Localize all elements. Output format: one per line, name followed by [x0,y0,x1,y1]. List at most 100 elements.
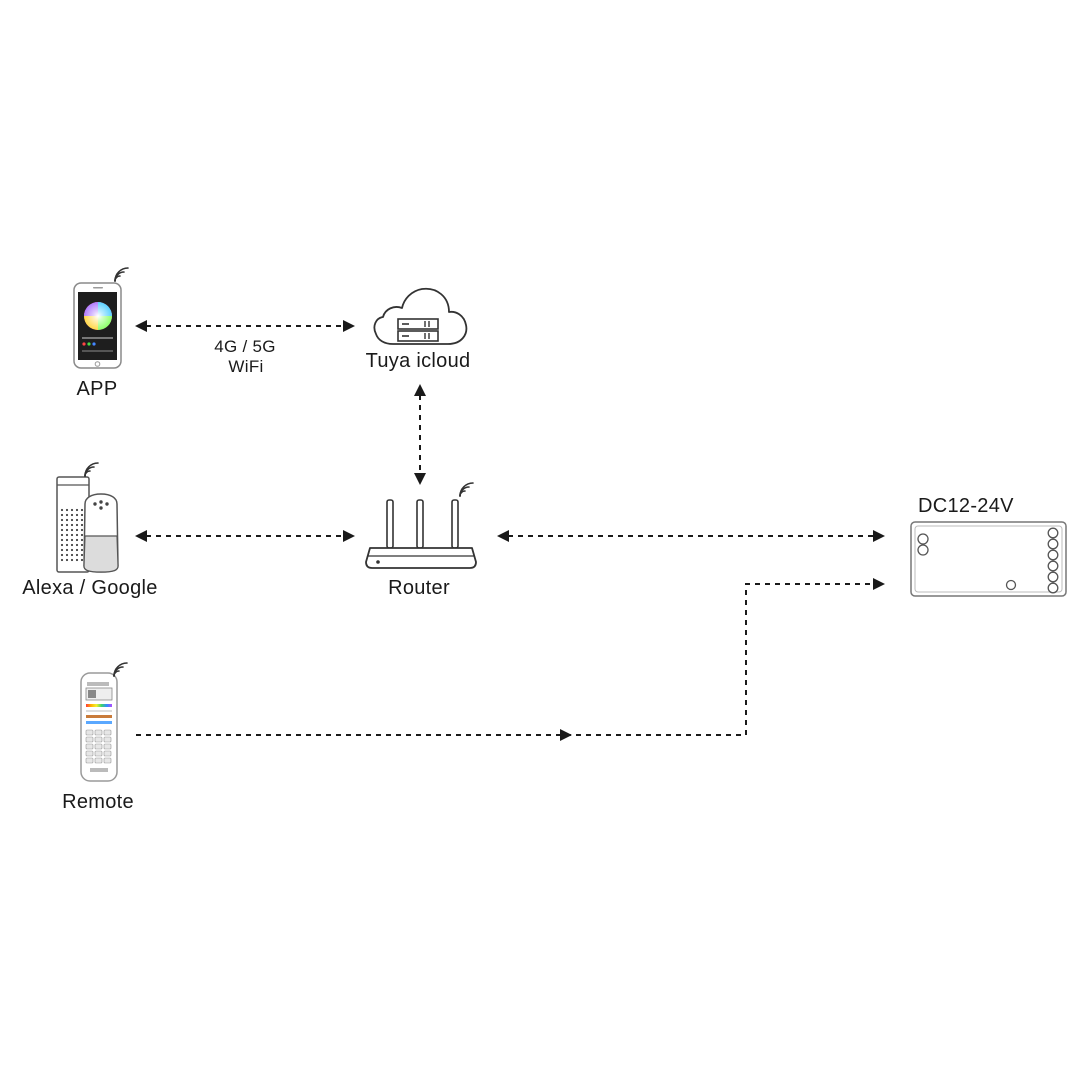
speaker-grill-dot [75,543,79,547]
speaker-grill-dot [80,523,84,527]
wifi-signal-icon [84,462,99,477]
router-label: Router [388,577,450,599]
speaker-grill-dot [65,548,69,552]
speaker-grill-dot [65,533,69,537]
speaker-grill-dot [80,513,84,517]
led-controller-icon [910,521,1067,597]
remote-key [103,757,112,764]
speaker-grill-dot [80,548,84,552]
wifi-signal-icon [114,267,129,282]
remote-key [103,729,112,736]
speaker-grill-dot [70,528,74,532]
speaker-grill-dot [75,538,79,542]
cloud-server-icon [373,287,468,345]
speaker-grill-dot [60,513,64,517]
speaker-grill-dot [75,523,79,527]
speaker-grill-dot [60,508,64,512]
remote-key [85,743,94,750]
speaker-grill-dot [65,528,69,532]
remote-key [85,757,94,764]
remote-key [85,729,94,736]
remote-key [85,750,94,757]
arrowhead-cloud-down-up [414,384,426,396]
connectors [136,325,874,736]
app-label: APP [76,378,118,400]
speaker-grill-dot [60,523,64,527]
remote-key [85,736,94,743]
link-label-wifi: WiFi [228,357,264,376]
speaker-grill-dot [80,528,84,532]
speaker-grill-dot [70,518,74,522]
speaker-grill-dot [60,518,64,522]
wifi-signal-icon [459,482,474,497]
wifi-signal-icon [113,662,128,677]
remote-label: Remote [62,791,134,813]
remote-key [94,750,103,757]
arrowhead-router-right [343,530,355,542]
speaker-grill-dot [75,513,79,517]
connector-remote-controller [136,583,874,736]
speaker-grill-dot [70,543,74,547]
remote-control-icon [80,672,118,782]
arrowhead-app-left [135,320,147,332]
speaker-grill-dot [70,548,74,552]
speaker-grill-dot [65,518,69,522]
remote-key [103,743,112,750]
speaker-grill-dot [75,548,79,552]
speaker-grill-dot [65,523,69,527]
speaker-grill-dot [65,538,69,542]
speaker-grill-dot [80,508,84,512]
speaker-grill-dot [75,528,79,532]
arrowhead-controller-remote [873,578,885,590]
speaker-grill-dot [75,533,79,537]
speaker-grill-dot [75,558,79,562]
arrowhead-controller-right [873,530,885,542]
speaker-grill-dot [80,533,84,537]
speaker-grill-dot [75,518,79,522]
assistant-label: Alexa / Google [22,577,158,599]
remote-key [94,736,103,743]
speaker-grill-dot [80,518,84,522]
speaker-grill-dot [60,553,64,557]
speaker-grill-dot [65,513,69,517]
speaker-grill-dot [80,553,84,557]
remote-key [94,743,103,750]
arrowhead-assistant-left [135,530,147,542]
speaker-grill-dot [70,553,74,557]
speaker-grill-dot [60,558,64,562]
smartphone-icon [73,282,122,369]
speaker-grill-dot [80,543,84,547]
speaker-grill-dot [60,548,64,552]
speaker-grill-dot [70,533,74,537]
arrowhead-remote-mid [560,729,572,741]
speaker-grill-dot [60,543,64,547]
remote-key [103,750,112,757]
speaker-grill-dot [70,558,74,562]
speaker-grill-dot [65,558,69,562]
arrowhead-cloud-right [343,320,355,332]
speaker-grill-dot [60,533,64,537]
speaker-grill-dot [80,558,84,562]
arrowhead-router-up-down [414,473,426,485]
controller-label: DC12-24V [918,495,1014,517]
remote-key [94,729,103,736]
cloud-label: Tuya icloud [365,350,471,372]
speaker-grill-dot [70,508,74,512]
speaker-grill-dot [75,553,79,557]
speaker-grill-dot [65,543,69,547]
speaker-grill-dot [70,513,74,517]
speaker-grill-dot [60,528,64,532]
speaker-grill-dot [65,508,69,512]
arrowheads [135,320,885,741]
speaker-grill-dot [70,523,74,527]
speaker-grill-dot [75,508,79,512]
remote-key [94,757,103,764]
router-icon [365,499,477,569]
link-label-network: 4G / 5G [214,337,276,356]
arrowhead-router-left [497,530,509,542]
remote-key [103,736,112,743]
speaker-grill-dot [80,538,84,542]
smart-speaker-icon [56,476,119,573]
speaker-grill-dot [70,538,74,542]
